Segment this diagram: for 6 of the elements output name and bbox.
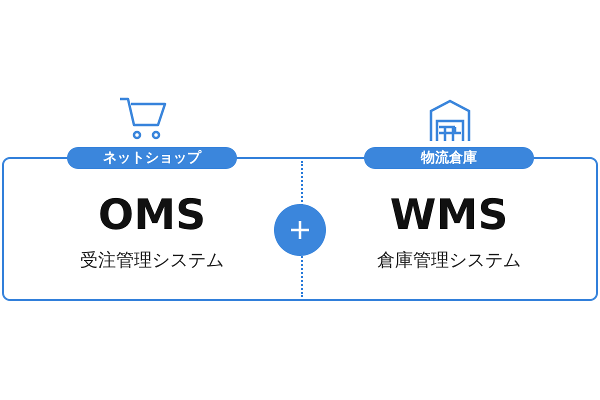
system-name: WMS — [388, 191, 510, 239]
system-name: OMS — [97, 191, 207, 239]
category-tag: 物流倉庫 — [364, 147, 534, 169]
category-tag: ネットショップ — [67, 147, 237, 169]
system-description: 受注管理システム — [79, 249, 225, 273]
system-description: 倉庫管理システム — [376, 249, 522, 273]
